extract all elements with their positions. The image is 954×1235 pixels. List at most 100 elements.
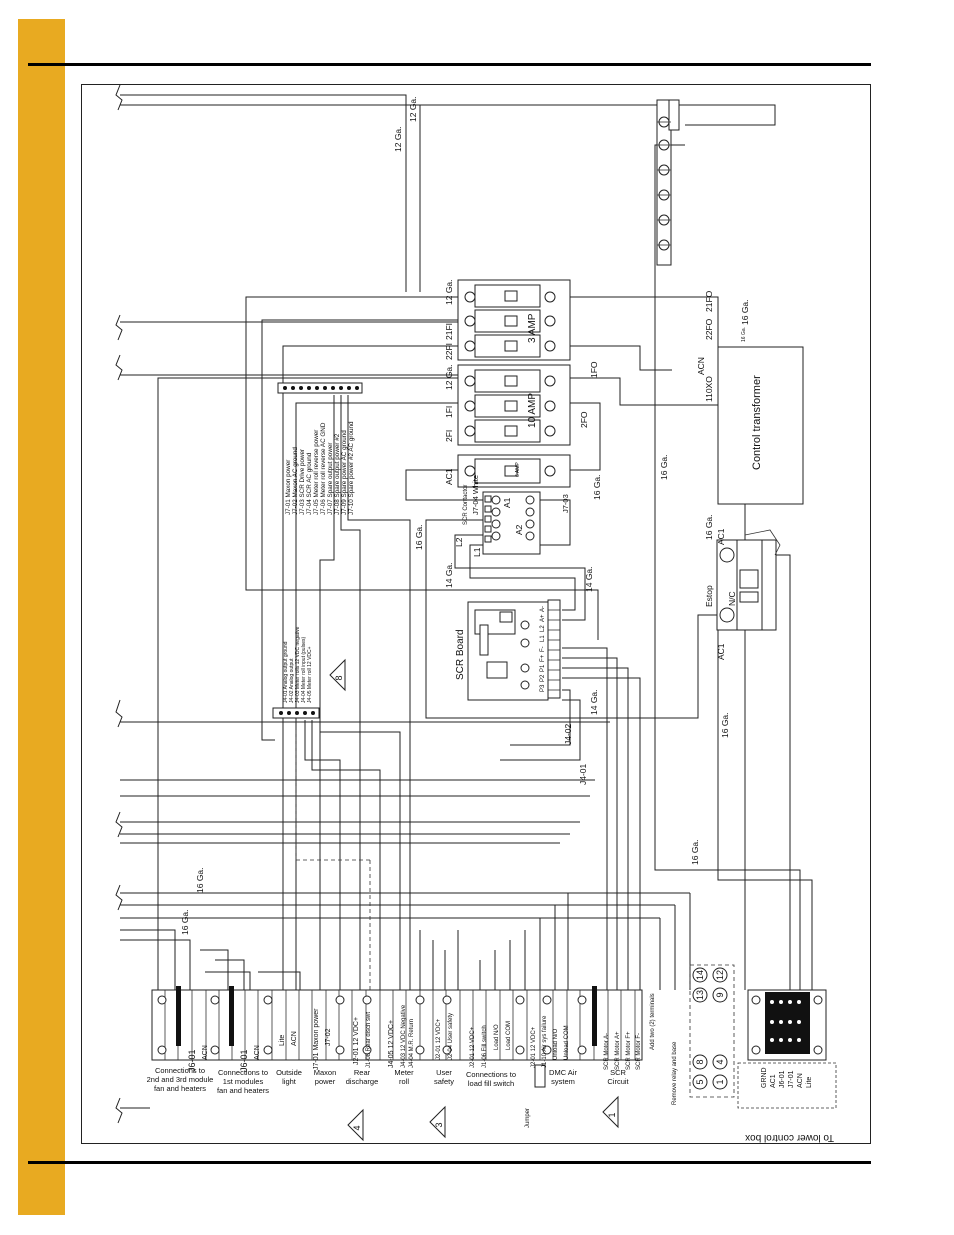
j7-list-item: J7-10 Spare power #2 AC ground [348, 421, 355, 515]
terminal-label: J2-01 12 VDC+ [470, 1026, 476, 1068]
group-caption: fan and heaters [154, 1084, 206, 1093]
j7-03-label: J7-03 [561, 494, 570, 513]
group-caption: SCR [610, 1068, 626, 1077]
group-caption: User [436, 1068, 452, 1077]
ac1-label: AC1 [716, 643, 726, 660]
wire-network [115, 84, 813, 1124]
a1-label: A1 [502, 497, 512, 508]
terminal-label: J4-03 12 VDC Negative [401, 1004, 407, 1068]
j7-list-item: J7-01 Maxon power [285, 460, 292, 515]
relay-pin-number: 9 [715, 992, 725, 997]
fo-label: 2FO [579, 411, 589, 428]
scr-terminal-label: L2 [540, 625, 546, 632]
j4-02-label: J4-02 [563, 723, 573, 745]
terminal-label: J2-01 12 VDC+ [353, 1017, 360, 1065]
ga-label: 16 Ga. [414, 524, 424, 550]
ga-label: 12 Ga. [408, 96, 418, 122]
terminal-label: J6-01 [239, 1049, 249, 1072]
group-caption: 2nd and 3rd module [147, 1075, 214, 1084]
callout-number: 1 [607, 1112, 617, 1117]
group-caption: Connections to [466, 1070, 516, 1079]
fi-label: 1FI [444, 406, 454, 418]
terminal-label: ACN [254, 1045, 261, 1060]
terminal-label: ACN [202, 1045, 209, 1060]
j4-list-item: J4-03 Meter rolls 12 VDC negative [295, 626, 301, 703]
terminal-label: Add two (2) terminals [650, 993, 656, 1050]
group-caption: 1st modules [223, 1077, 264, 1086]
ga-label: 16 Ga. [592, 474, 602, 500]
group-caption: roll [399, 1077, 409, 1086]
callout-triangle-4 [347, 1108, 364, 1142]
terminal-label: J1-06 Fill switch [482, 1025, 488, 1068]
ga-label: 16 Ga. [659, 454, 669, 480]
terminal-label: Load COM [506, 1021, 512, 1050]
j4-list-item: J4-02 Analog output [289, 658, 295, 703]
j7-list-item: J7-08 Spare output power #2 [334, 433, 341, 515]
j7-04-label: J7-04 White [471, 475, 480, 515]
fo-label: 22FO [704, 318, 714, 340]
amp-label: 10 AMP [527, 393, 538, 428]
terminal-label: Lite [806, 1077, 813, 1088]
terminal-strip [151, 986, 643, 1088]
relay-pin-number: 1 [715, 1079, 725, 1084]
amp-label: 6 AMP [515, 462, 521, 477]
terminal-label: ACN [291, 1031, 298, 1046]
scr-board-label: SCR Board [455, 629, 466, 680]
terminal-label: ACN [797, 1073, 804, 1088]
group-caption: fan and heaters [217, 1086, 269, 1095]
ga-label: 14 Ga. [584, 566, 594, 592]
scr-terminal-label: F- [540, 646, 546, 652]
a2-label: A2 [514, 524, 524, 535]
breaker-6amp [457, 454, 571, 488]
terminal-label: SCR Motor F+ [626, 1031, 632, 1070]
breaker-10amp [457, 364, 571, 446]
terminal-label: Load N/O [494, 1024, 500, 1050]
group-caption: Connections to [155, 1066, 205, 1075]
control-transformer [717, 346, 804, 505]
terminal-label: Remove relay and base [672, 1041, 678, 1105]
fi-label: 21FI [444, 323, 454, 340]
ac1-label: AC1 [716, 528, 726, 545]
terminal-label: J4-04 M.R. Return [409, 1019, 415, 1068]
fo-label: 21FO [704, 290, 714, 312]
terminal-label: SCR Motor A+ [615, 1031, 621, 1070]
terminal-label: Unload N/O [553, 1028, 559, 1060]
scr-terminal-label: A+ [540, 614, 546, 622]
terminal-label: J7-01 Maxon power [313, 1008, 320, 1070]
terminal-label: J7-01 [788, 1070, 795, 1088]
ga-label: 16 Ga. [704, 514, 714, 540]
j7-list-item: J7-02 Maxon AC ground [292, 447, 299, 515]
group-caption: Meter [394, 1068, 414, 1077]
xo-label: 110XO [704, 376, 714, 402]
terminal-label: J1-08 Rear disch swt [366, 1012, 372, 1068]
jumper-label: Jumper [525, 1108, 531, 1128]
ac1-label: AC1 [444, 468, 454, 485]
ga-label: 16 Ga. [180, 909, 190, 935]
relay-pin-number: 12 [715, 970, 725, 980]
j7-list-item: J7-09 Spare power AC ground [341, 430, 348, 515]
relay-pin-number: 14 [695, 970, 705, 980]
callout-number: 4 [352, 1125, 362, 1130]
ga-label: 16 Ga. [720, 712, 730, 738]
j7-list-item: J7-04 SCR AC ground [306, 452, 313, 515]
terminal-label: J2-04 User safety [448, 1013, 454, 1060]
terminal-label: J4-05 12 VDC+ [388, 1020, 395, 1068]
group-caption: discharge [346, 1077, 379, 1086]
terminal-label: J2-01 12 VDC+ [436, 1018, 442, 1060]
terminal-label: Unload COM [564, 1025, 570, 1060]
lower-terminal-block [737, 989, 837, 1109]
lower-box-label: To lower control box [745, 1132, 834, 1143]
group-caption: Outside [276, 1068, 302, 1077]
acn-label: ACN [696, 357, 706, 375]
j7-list-item: J7-05 Meter roll reverse power [313, 430, 320, 515]
group-caption: light [282, 1077, 297, 1086]
terminal-label: J7-02 [325, 1028, 332, 1046]
breaker-3amp [457, 279, 571, 361]
group-caption: Circuit [607, 1077, 629, 1086]
transformer-label: Control transformer [751, 375, 763, 470]
j4-01-label: J4-01 [578, 763, 588, 785]
scr-board [467, 599, 561, 701]
scr-terminal-label: P2 [540, 674, 546, 682]
callout-triangle-3 [429, 1105, 446, 1139]
